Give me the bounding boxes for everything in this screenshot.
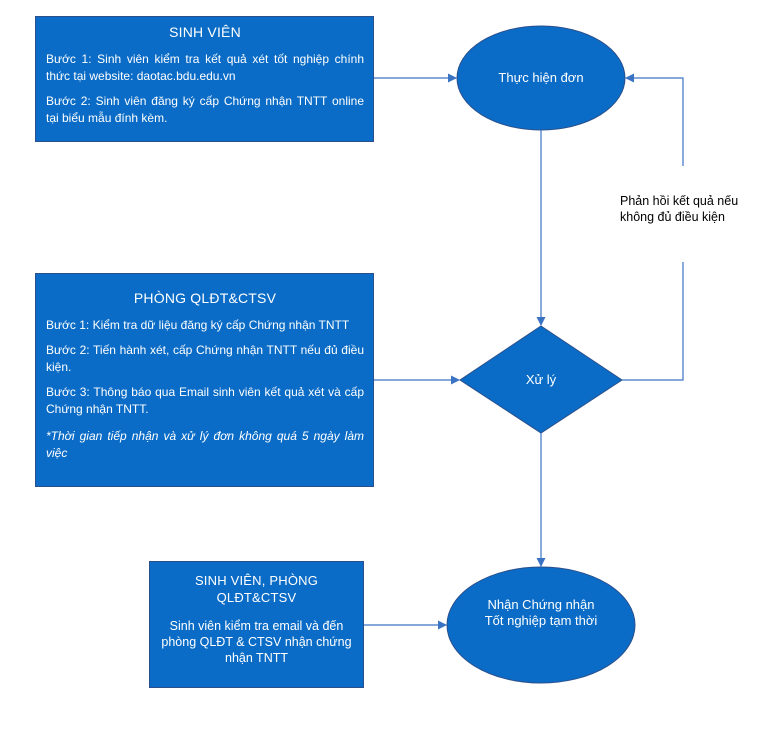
sinh-vien-box: SINH VIÊN Bước 1: Sinh viên kiểm tra kết… — [35, 16, 374, 142]
phong-qldt-step-1: Bước 1: Kiểm tra dữ liệu đăng ký cấp Chứ… — [46, 318, 350, 332]
sinh-vien-phong-body: Sinh viên kiểm tra email và đến phòng QL… — [161, 619, 352, 665]
nhan-chung-nhan-label: Nhận Chứng nhận Tốt nghiệp tạm thời — [484, 597, 598, 628]
nhan-chung-nhan-ellipse — [446, 566, 636, 684]
sinh-vien-step-2: Bước 2: Sinh viên đăng ký cấp Chứng nhận… — [46, 94, 364, 125]
feedback-line-lower — [622, 262, 684, 381]
feedback-line-upper — [625, 73, 684, 166]
phong-qldt-box: PHÒNG QLĐT&CTSV Bước 1: Kiểm tra dữ liệu… — [35, 273, 374, 487]
xu-ly-label: Xử lý — [525, 372, 557, 387]
sinh-vien-step-1: Bước 1: Sinh viên kiểm tra kết quả xét t… — [46, 52, 364, 83]
sinh-vien-phong-box: SINH VIÊN, PHÒNG QLĐT&CTSV Sinh viên kiể… — [149, 561, 364, 688]
phong-qldt-note: *Thời gian tiếp nhận và xử lý đơn không … — [46, 429, 364, 460]
feedback-label: Phản hồi kết quả nếu không đủ điều kiện — [620, 194, 739, 224]
sinh-vien-title: SINH VIÊN — [169, 24, 241, 40]
phong-qldt-step-2: Bước 2: Tiến hành xét, cấp Chứng nhận TN… — [46, 343, 364, 374]
sinh-vien-phong-title: SINH VIÊN, PHÒNG QLĐT&CTSV — [194, 573, 319, 605]
phong-qldt-step-3: Bước 3: Thông báo qua Email sinh viên kế… — [46, 385, 364, 416]
thuc-hien-don-label: Thực hiện đơn — [498, 70, 584, 85]
phong-qldt-title: PHÒNG QLĐT&CTSV — [133, 290, 277, 306]
